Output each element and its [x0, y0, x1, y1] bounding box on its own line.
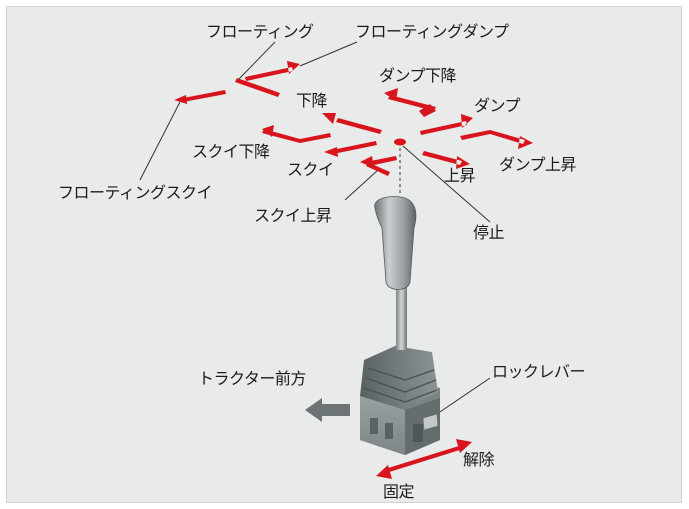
dump-raise-arrow — [460, 130, 533, 149]
diagram-panel — [6, 6, 682, 503]
label-floating: フローティング — [206, 22, 314, 41]
raise-arrow — [422, 151, 470, 169]
label-dump: ダンプ — [474, 96, 521, 115]
label-release: 解除 — [463, 450, 495, 469]
lower-arrow — [322, 113, 382, 134]
base-slot-mid — [385, 423, 393, 439]
label-stop: 停止 — [473, 223, 505, 242]
squeeze-arrow — [324, 141, 377, 157]
floating-center-bar — [235, 78, 280, 97]
leader-floating — [237, 41, 276, 81]
base-slot-right — [413, 424, 423, 442]
label-floating-dump: フローティングダンプ — [355, 22, 509, 41]
leader-stop — [402, 145, 491, 223]
floating-dump-arrow — [245, 61, 300, 81]
label-lock-lever: ロックレバー — [492, 362, 586, 381]
base-slot-left — [370, 418, 378, 434]
stop-dot — [394, 138, 406, 146]
base-box-front — [360, 395, 405, 455]
tractor-forward-arrow — [305, 398, 350, 422]
label-squeeze-raise: スクイ上昇 — [254, 206, 332, 225]
label-floating-squeeze: フローティングスクイ — [58, 183, 213, 202]
floating-squeeze-arrow — [174, 90, 226, 104]
leader-lines — [139, 41, 491, 419]
dump-lower-arrow — [384, 88, 436, 111]
lock-travel-bar — [385, 445, 463, 473]
boot-ridges — [363, 367, 438, 403]
squeeze-lower-arrow — [262, 125, 331, 143]
dump-arrow — [420, 114, 473, 135]
fixed-arrowhead — [376, 465, 392, 479]
label-dump-lower: ダンプ下降 — [379, 66, 457, 85]
leader-floating-squeeze — [139, 97, 183, 181]
label-squeeze: スクイ — [287, 160, 334, 179]
label-squeeze-lower: スクイ下降 — [192, 142, 270, 161]
direction-arrows — [174, 61, 533, 479]
dump-lower-bend — [419, 104, 436, 117]
lock-lever-tab — [422, 413, 439, 431]
label-raise: 上昇 — [444, 166, 476, 185]
release-arrowhead — [456, 439, 472, 453]
lever-handle — [374, 196, 417, 290]
joystick-lever — [360, 196, 440, 455]
label-fixed: 固定 — [383, 482, 415, 501]
leader-floating-dump — [299, 41, 358, 67]
leader-squeeze-raise — [344, 169, 379, 201]
lever-shaft — [396, 282, 407, 350]
leader-lock-lever — [430, 377, 491, 419]
squeeze-raise-arrow — [360, 156, 397, 176]
label-tractor-forward: トラクター前方 — [198, 369, 306, 388]
label-dump-raise: ダンプ上昇 — [499, 155, 577, 174]
label-lower: 下降 — [296, 91, 328, 110]
